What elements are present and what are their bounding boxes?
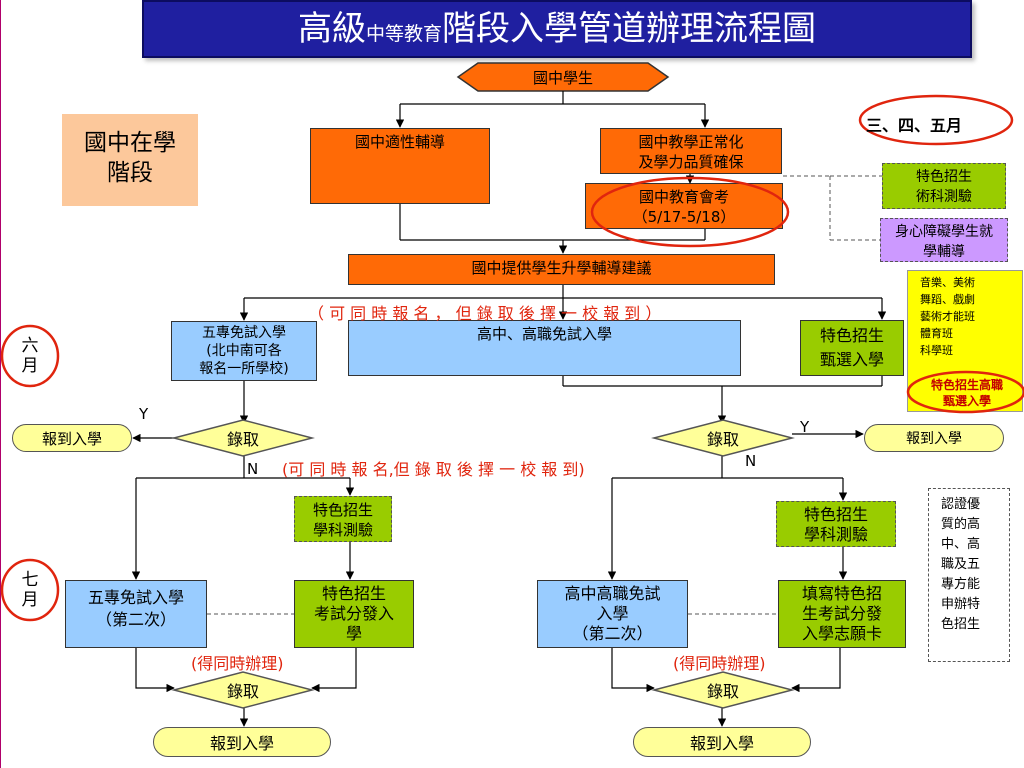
admit-decision-bottom-left-label: 錄取 (226, 682, 259, 701)
june-label: 六 月 (21, 336, 39, 376)
yes-label-left: Y (139, 405, 149, 423)
months-label: 三、四、五月 (866, 116, 963, 135)
high-vocational-second-box: 高中高職免試 入學 （第二次） (537, 580, 688, 648)
simultaneous-note-right: (得同時辦理) (673, 654, 766, 673)
simultaneous-apply-note-mid: (可 同 時 報 名,但 錄 取 後 擇 一 校 報 到) (282, 460, 585, 479)
start-node-label: 國中學生 (532, 68, 593, 87)
stage-label: 國中在學 階段 (62, 114, 198, 206)
education-exam-box: 國中教育會考 （5/17-5/18） (585, 183, 783, 229)
right-subject-test-box: 特色招生 學科測驗 (776, 501, 896, 547)
left-subject-test-box: 特色招生 學科測驗 (294, 496, 392, 542)
left-exam-allocation-box: 特色招生 考試分發入 學 (294, 580, 414, 648)
arts-test-box: 特色招生 術科測驗 (882, 163, 1006, 209)
admit-decision-left-label: 錄取 (226, 430, 259, 449)
page-title: 高級中等教育階段入學管道辦理流程圖 (142, 0, 972, 58)
no-label-right: N (745, 452, 757, 470)
teaching-normalization-box: 國中教學正常化 及學力品質確保 (600, 128, 782, 174)
simultaneous-apply-note-top: （ 可 同 時 報 名 ， 但 錄 取 後 擇 一 校 報 到 ） (308, 304, 662, 323)
certified-schools-note: 認證優 質的高 中、高 職及五 專方能 申辦特 色招生 (928, 488, 1010, 662)
admit-decision-bottom-right-label: 錄取 (706, 682, 739, 701)
enroll-bottom-left: 報到入學 (153, 727, 331, 757)
aptitude-guidance-box: 國中適性輔導 (310, 128, 490, 204)
right-exam-allocation-box: 填寫特色招 生考試分發 入學志願卡 (778, 580, 906, 648)
yes-label-right: Y (800, 418, 810, 436)
special-select-box: 特色招生 甄選入學 (800, 320, 904, 376)
disabled-guidance-box: 身心障礙學生就 學輔導 (880, 218, 1008, 262)
special-select-highlight: 特色招生高職 甄選入學 (930, 378, 1003, 408)
title-part-3: 階段入學管道辦理流程圖 (442, 9, 816, 49)
title-part-2: 中等教育 (365, 23, 442, 45)
high-vocational-exam-free-box: 高中、高職免試入學 (348, 320, 741, 376)
no-label-left: N (247, 460, 259, 478)
enroll-left-top: 報到入學 (12, 424, 132, 452)
five-year-exam-free-box: 五專免試入學 (北中南可各 報名一所學校) (171, 321, 317, 381)
simultaneous-note-left: (得同時辦理) (191, 654, 284, 673)
july-label: 七 月 (21, 570, 39, 610)
title-part-1: 高級 (297, 9, 366, 49)
five-year-second-box: 五專免試入學 （第二次） (65, 580, 207, 648)
enroll-bottom-right: 報到入學 (633, 727, 811, 757)
admit-decision-right-label: 錄取 (706, 430, 739, 449)
guidance-box: 國中提供學生升學輔導建議 (348, 254, 775, 285)
enroll-right-top: 報到入學 (864, 424, 1004, 452)
